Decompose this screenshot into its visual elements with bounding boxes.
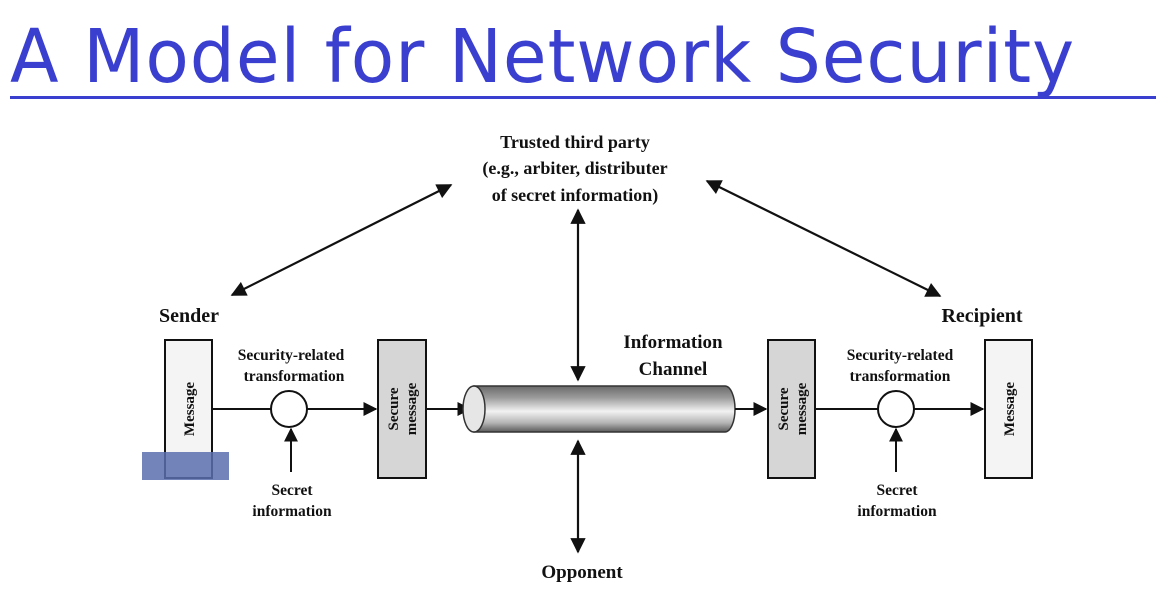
sender-secret-line1: Secret <box>271 482 313 499</box>
blue-highlight-mark <box>142 452 229 480</box>
recipient-transform-line1: Security-related <box>847 347 954 364</box>
recipient-trusted-arrow <box>705 180 942 297</box>
information-channel-cylinder <box>462 385 736 433</box>
sender-transform-line1: Security-related <box>238 347 345 364</box>
recipient-message-box <box>984 339 1033 479</box>
trusted-party-line1: Trusted third party <box>500 132 650 152</box>
channel-label-line2: Channel <box>639 359 708 380</box>
sender-secure-message-box <box>377 339 427 479</box>
title-underline <box>10 96 1156 99</box>
opponent-label: Opponent <box>541 562 623 583</box>
slide-title: A Model for Network Security <box>10 14 1076 100</box>
sender-secret-line2: information <box>252 503 332 520</box>
trusted-party-line2: (e.g., arbiter, distributer <box>482 158 667 179</box>
sender-transform-line2: transformation <box>244 368 345 385</box>
sender-label: Sender <box>159 305 219 327</box>
sender-secure-line1: Secure <box>386 387 402 430</box>
sender-trusted-arrow <box>230 184 453 296</box>
recipient-secure-message-box <box>767 339 816 479</box>
recipient-secret-line1: Secret <box>876 482 918 499</box>
recipient-secret-line2: information <box>857 503 937 520</box>
recipient-transform-line2: transformation <box>850 368 951 385</box>
recipient-message-text: Message <box>1002 382 1018 436</box>
sender-secure-line2: message <box>404 382 420 435</box>
sender-transform-circle <box>270 390 308 428</box>
channel-label-line1: Information <box>623 332 723 353</box>
recipient-label: Recipient <box>941 305 1022 327</box>
recipient-secure-line1: Secure <box>776 387 792 430</box>
recipient-transform-circle <box>877 390 915 428</box>
trusted-party-line3: of secret information) <box>492 185 659 206</box>
recipient-secure-line2: message <box>794 382 810 435</box>
sender-message-text: Message <box>182 382 198 436</box>
trusted-third-party: Trusted third party (e.g., arbiter, dist… <box>482 132 667 206</box>
